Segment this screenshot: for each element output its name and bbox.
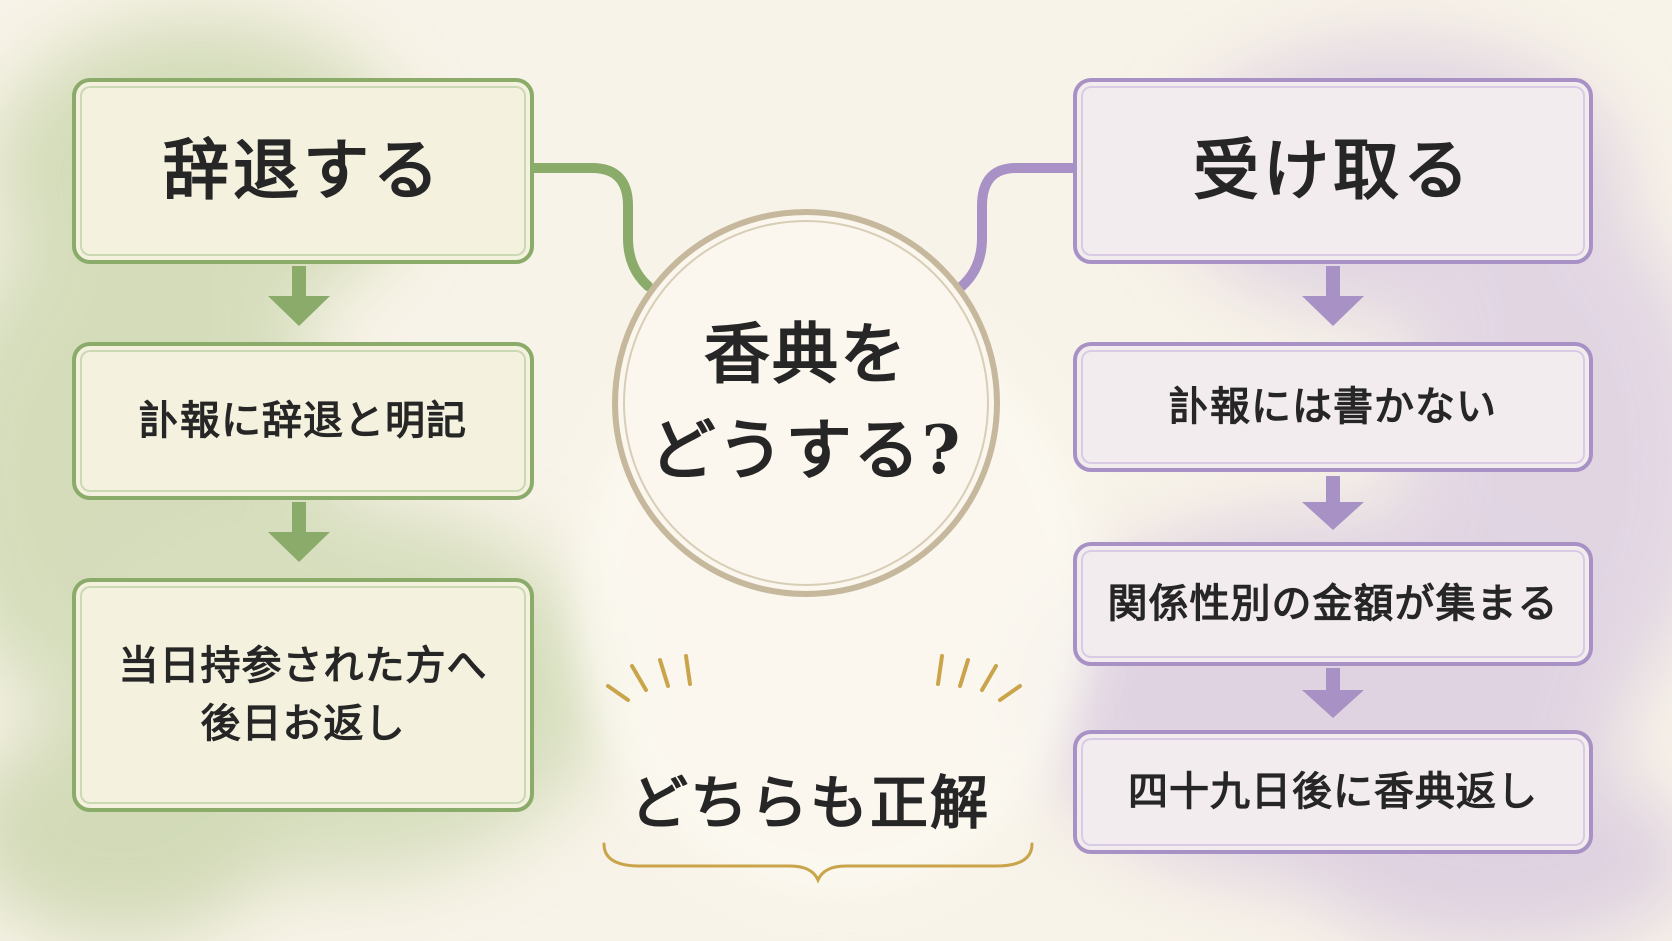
arrow-down-icon bbox=[268, 266, 330, 326]
arrow-down-icon bbox=[1302, 266, 1364, 326]
right-step-label: 四十九日後に香典返し bbox=[1128, 768, 1538, 815]
arrow-down-icon bbox=[268, 502, 330, 562]
sparkle-left-icon bbox=[606, 654, 692, 702]
right-step-box: 四十九日後に香典返し bbox=[1073, 730, 1593, 854]
underline-flourish bbox=[602, 842, 1034, 884]
left-title-label: 辞退する bbox=[163, 131, 443, 210]
center-question-label: 香典を どうする? bbox=[649, 315, 963, 489]
sparkle-right-icon bbox=[936, 654, 1022, 702]
verdict-label: どちらも正解 bbox=[629, 769, 990, 837]
connector-right bbox=[957, 163, 1078, 291]
arrow-down-icon bbox=[1302, 668, 1364, 718]
right-title-label: 受け取る bbox=[1193, 131, 1473, 210]
connector-left bbox=[525, 163, 653, 291]
left-title-box: 辞退する bbox=[72, 78, 534, 264]
right-step-box: 関係性別の金額が集まる bbox=[1073, 542, 1593, 666]
left-step-box: 当日持参された方へ 後日お返し bbox=[72, 578, 534, 812]
right-step-box: 訃報には書かない bbox=[1073, 342, 1593, 472]
right-step-label: 訃報には書かない bbox=[1169, 383, 1497, 430]
left-step-box: 訃報に辞退と明記 bbox=[72, 342, 534, 500]
right-step-label: 関係性別の金額が集まる bbox=[1107, 580, 1559, 627]
left-step-label: 当日持参された方へ 後日お返し bbox=[118, 642, 488, 747]
arrow-down-icon bbox=[1302, 476, 1364, 530]
right-title-box: 受け取る bbox=[1073, 78, 1593, 264]
center-question-circle: 香典を どうする? bbox=[612, 209, 1000, 597]
left-step-label: 訃報に辞退と明記 bbox=[139, 397, 467, 444]
